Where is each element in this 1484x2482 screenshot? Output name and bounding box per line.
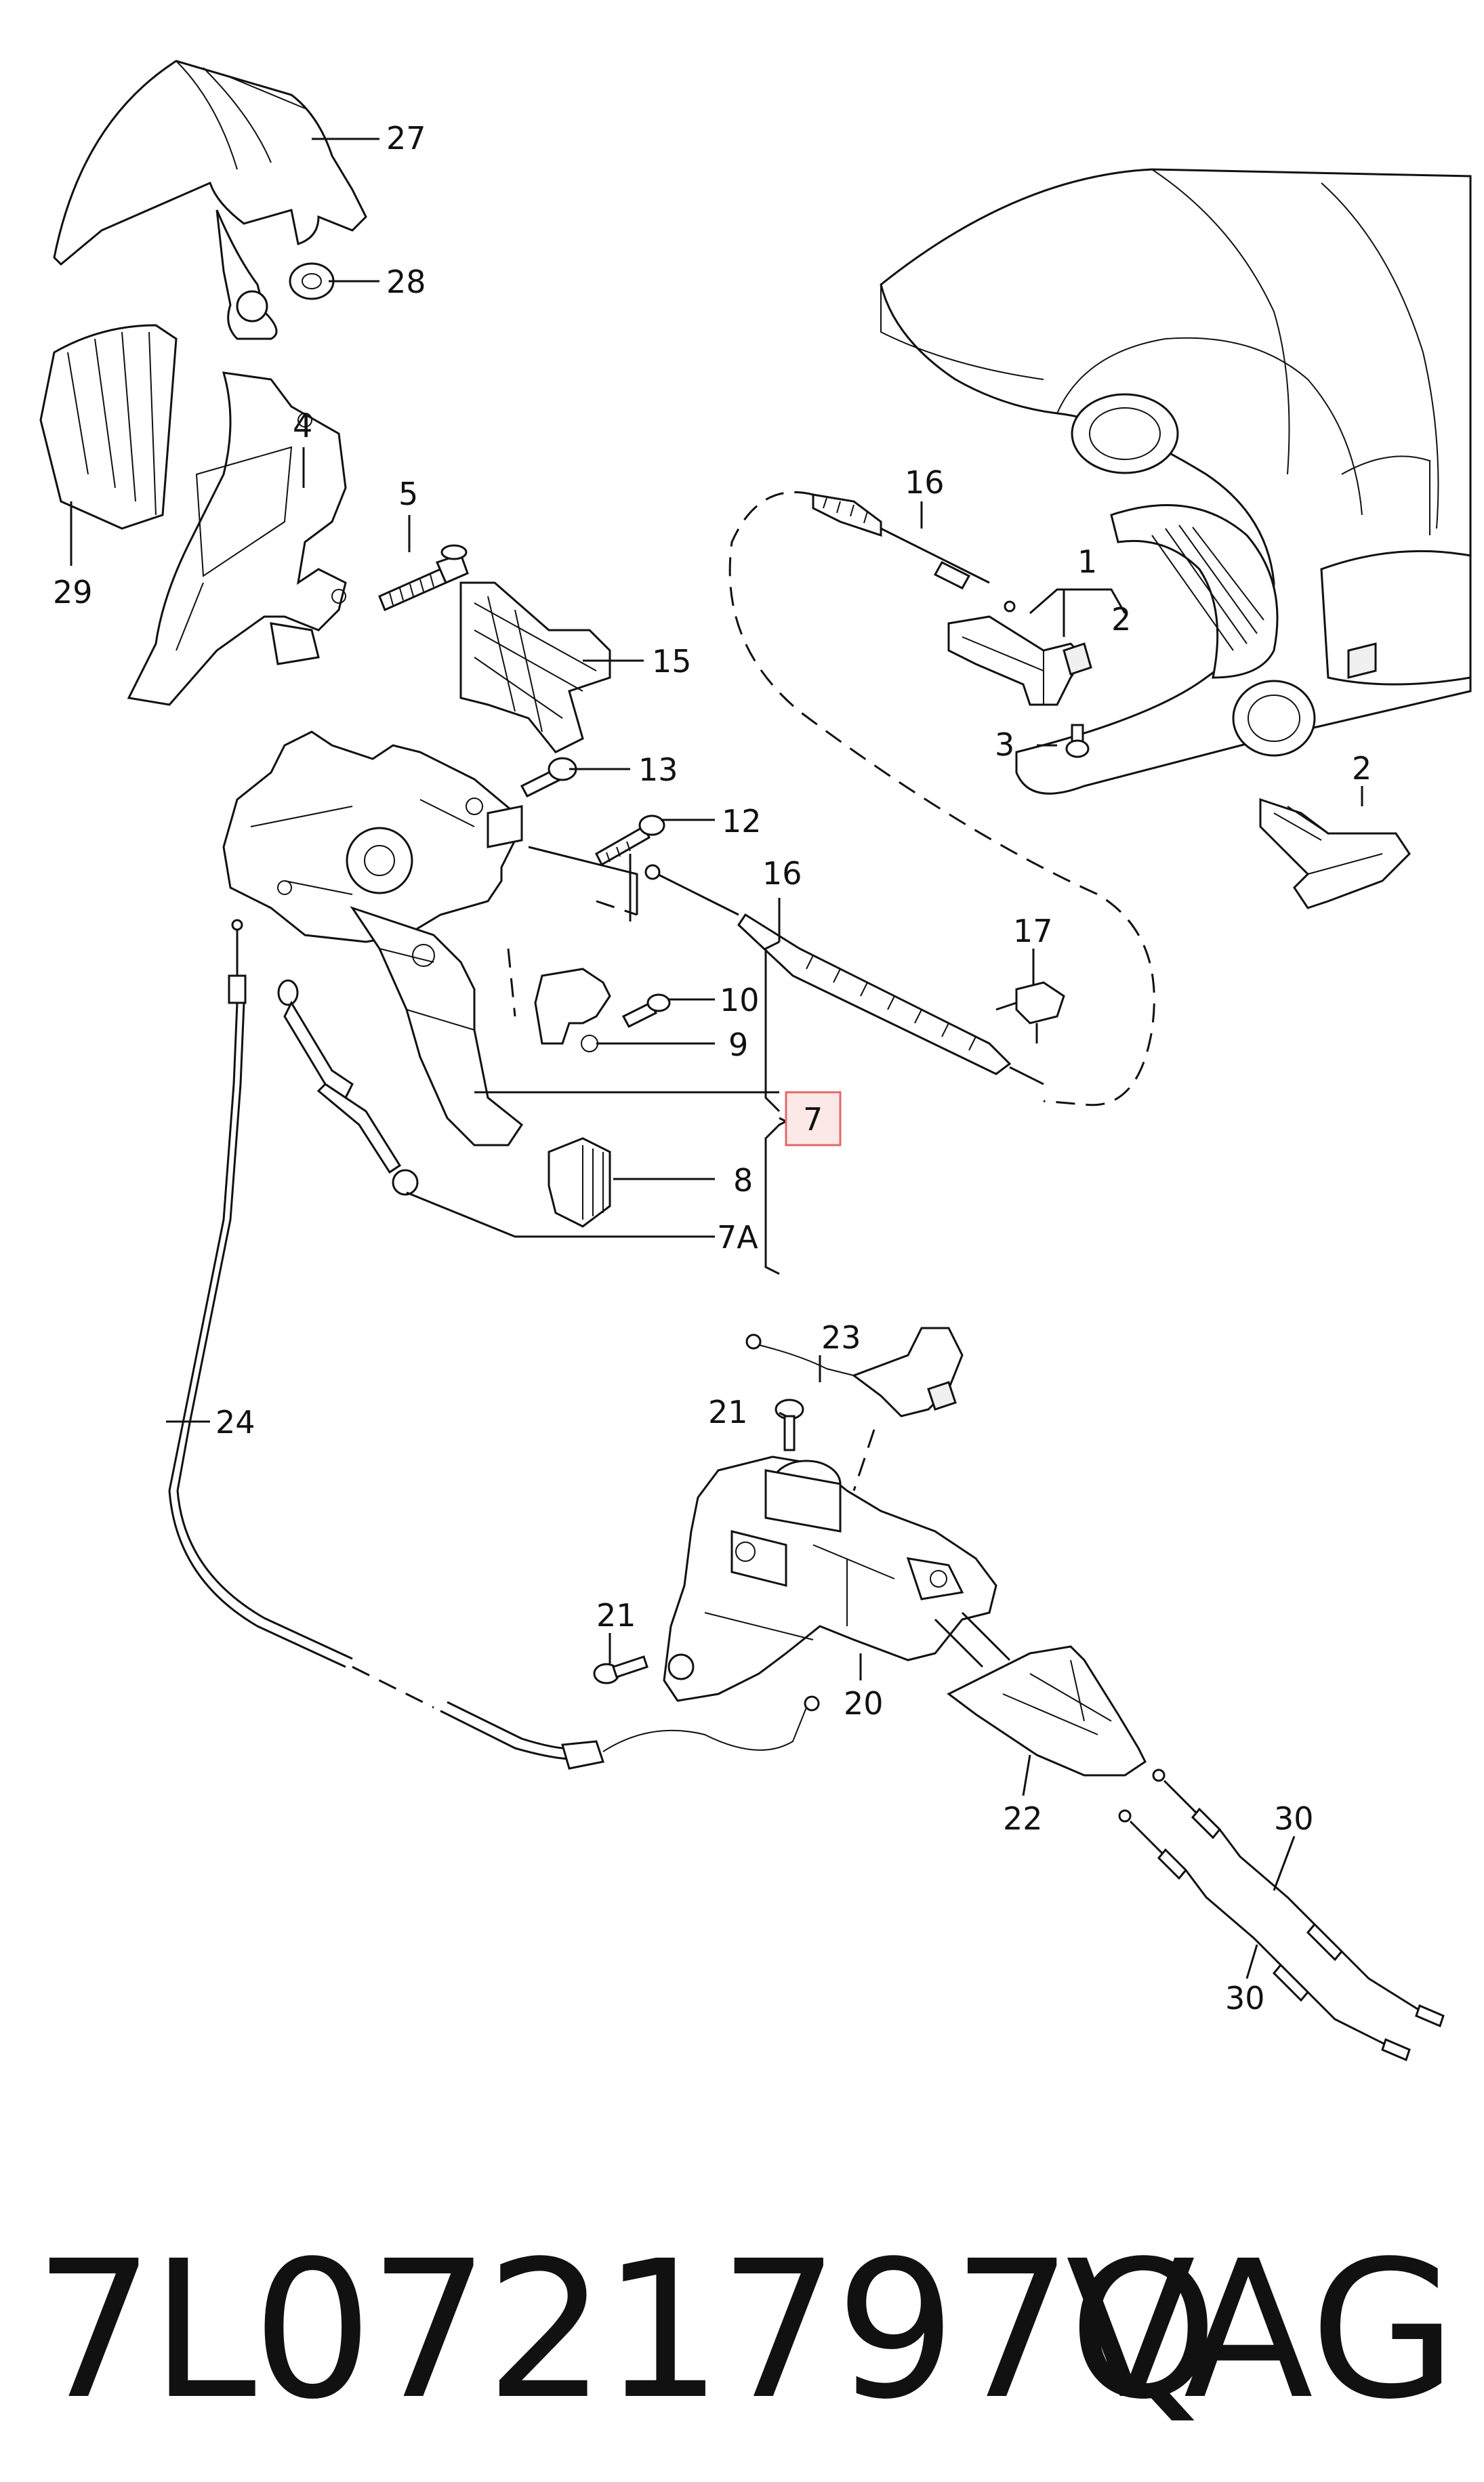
callout-21-upper: 21 xyxy=(708,1394,748,1430)
callout-10: 10 xyxy=(720,982,760,1018)
callout-27: 27 xyxy=(386,120,426,157)
part-4-bracket xyxy=(127,371,347,706)
dashed-outline xyxy=(728,491,1155,1106)
part-9-switch xyxy=(534,968,611,1052)
part-21-bolt-upper xyxy=(775,1399,804,1451)
part-13-bolt xyxy=(520,757,577,798)
callout-8: 8 xyxy=(733,1162,753,1199)
pedal-arm xyxy=(350,906,524,1146)
part-22-lever xyxy=(934,1611,1147,1777)
dashboard-panel xyxy=(880,168,1472,795)
part-2-clip xyxy=(1259,798,1411,909)
part-10-bolt xyxy=(621,993,671,1028)
callout-24: 24 xyxy=(215,1404,255,1441)
callout-9: 9 xyxy=(728,1027,748,1063)
callout-20: 20 xyxy=(844,1685,884,1722)
callout-17: 17 xyxy=(1013,913,1053,949)
callout-28: 28 xyxy=(386,264,426,300)
callout-3: 3 xyxy=(995,726,1014,763)
callout-7-highlight-box xyxy=(785,1091,842,1146)
part-5-bolt xyxy=(378,544,469,612)
callout-16-top: 16 xyxy=(905,464,945,501)
part-7A-spring-strut xyxy=(277,979,419,1196)
part-16-cable xyxy=(644,864,1044,1085)
part-23-wiring-harness xyxy=(745,1327,964,1418)
callout-7A: 7A xyxy=(717,1219,758,1256)
callout-7: 7 xyxy=(803,1101,823,1138)
callout-13: 13 xyxy=(638,751,678,788)
part-30-cable-upper xyxy=(1152,1769,1445,2028)
callout-4: 4 xyxy=(293,408,312,444)
part-12-bolt xyxy=(595,814,665,867)
part-3-bolt xyxy=(1065,724,1090,758)
pedal-bracket xyxy=(222,730,523,943)
callout-1: 1 xyxy=(1077,543,1097,580)
part-number: 7L0721797Q xyxy=(34,2220,1218,2441)
callout-22: 22 xyxy=(1003,1800,1043,1837)
leader-lines xyxy=(70,138,1363,1979)
callout-30-upper: 30 xyxy=(1274,1800,1314,1837)
part-1-bracket xyxy=(947,615,1092,706)
brand-label: VAG xyxy=(1065,2220,1457,2441)
part-17-clip xyxy=(995,981,1065,1043)
part-21-bolt-lower xyxy=(593,1655,648,1684)
part-8-pedal-pad xyxy=(548,1137,611,1228)
callout-5: 5 xyxy=(398,476,418,512)
part-20-selector-housing xyxy=(663,1455,997,1702)
part-16-cable-top xyxy=(812,493,1016,613)
callout-30-lower: 30 xyxy=(1225,1980,1265,2016)
exploded-parts-diagram: 27 28 4 29 5 15 16 1 2 3 2 13 12 16 17 1… xyxy=(39,60,1472,2062)
callout-15: 15 xyxy=(652,643,692,680)
callout-2-right: 2 xyxy=(1352,750,1372,787)
part-15-pad xyxy=(459,581,611,753)
part-30-cable-lower xyxy=(1118,1809,1411,2062)
footer: 7L0721797Q VAG xyxy=(0,2195,1484,2466)
callout-21-lower: 21 xyxy=(596,1597,636,1634)
callout-29: 29 xyxy=(53,574,93,611)
part-27-cover xyxy=(53,60,367,340)
callout-2-top: 2 xyxy=(1111,601,1131,638)
callout-23: 23 xyxy=(821,1319,861,1356)
part-29-cover xyxy=(39,324,178,530)
callout-16-mid: 16 xyxy=(762,855,802,892)
part-28-washer xyxy=(289,262,335,300)
part-24-cable xyxy=(168,919,820,1770)
callout-12: 12 xyxy=(722,803,762,840)
